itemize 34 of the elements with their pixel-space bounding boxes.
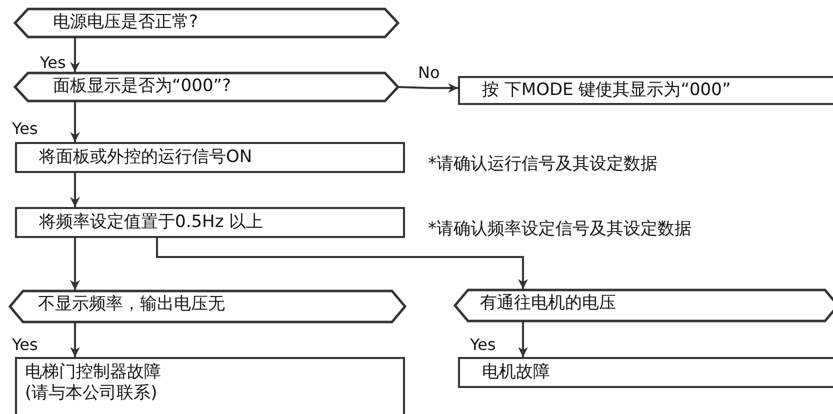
arrow	[518, 322, 528, 357]
node-note: (请与本公司联系)	[25, 383, 158, 403]
process-box	[458, 357, 833, 388]
decision-hexagon	[15, 8, 398, 38]
edge-label: Yes	[470, 336, 496, 353]
decision-hexagon	[10, 290, 405, 323]
node-text: 有通往电机的电压	[480, 293, 616, 313]
note-text: *请确认频率设定信号及其设定数据	[428, 218, 692, 240]
node-text: 将频率设定值置于0.5Hz 以上	[39, 212, 264, 232]
node-text: 电源电压是否正常?	[53, 12, 198, 32]
arrow	[70, 323, 80, 357]
decision-hexagon	[15, 72, 398, 102]
decision-hexagon	[455, 289, 833, 322]
process-box	[15, 357, 405, 414]
arrow	[70, 238, 80, 290]
node-text: 电梯门控制器故障	[25, 362, 161, 382]
node-text: 将面板或外控的运行信号ON	[39, 147, 252, 167]
arrow	[156, 238, 528, 289]
edge-label: Yes	[12, 336, 38, 353]
node-text: 电机故障	[482, 362, 550, 382]
note-text: *请确认运行信号及其设定数据	[428, 153, 658, 175]
edge-label: Yes	[40, 54, 66, 71]
arrow	[398, 83, 458, 93]
process-box	[458, 76, 833, 105]
process-box	[15, 142, 405, 173]
node-text: 面板显示是否为“000”?	[53, 76, 232, 96]
edge-label: No	[418, 64, 440, 81]
process-box	[15, 207, 405, 238]
arrow	[70, 173, 80, 207]
arrow	[70, 102, 80, 142]
edge-label: Yes	[12, 120, 38, 137]
node-text: 不显示频率，输出电压无	[38, 294, 225, 314]
node-text: 按 下MODE 键使其显示为“000”	[482, 80, 731, 100]
arrow	[70, 38, 80, 72]
